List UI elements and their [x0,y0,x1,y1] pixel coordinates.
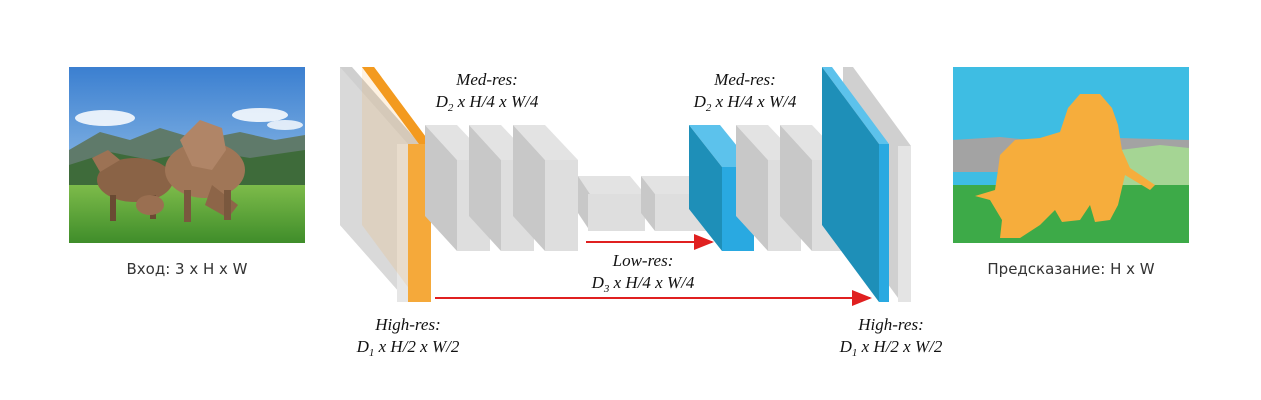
label-med-res-right-dims: D2 x H/4 x W/4 [693,92,797,114]
encoder-high-res-block [340,67,431,302]
label-high-res-right-dims: D1 x H/2 x W/2 [839,337,943,359]
label-med-res-right-title: Med-res: [713,70,776,89]
label-low-res-title: Low-res: [612,251,674,270]
decoder-high-res-block [822,67,911,302]
input-caption: Вход: 3 x H x W [126,260,247,278]
label-med-res-left-dims: D2 x H/4 x W/4 [435,92,539,114]
output-segmentation [953,67,1189,243]
low-res-block-1 [578,176,645,231]
label-low-res-dims: D3 x H/4 x W/4 [591,273,695,295]
label-high-res-left-dims: D1 x H/2 x W/2 [356,337,460,359]
label-high-res-left-title: High-res: [374,315,440,334]
input-image [69,67,305,243]
encoder-med-res-block-3 [513,125,578,251]
output-caption: Предсказание: H x W [987,260,1154,278]
label-high-res-right-title: High-res: [857,315,923,334]
label-med-res-left-title: Med-res: [455,70,518,89]
